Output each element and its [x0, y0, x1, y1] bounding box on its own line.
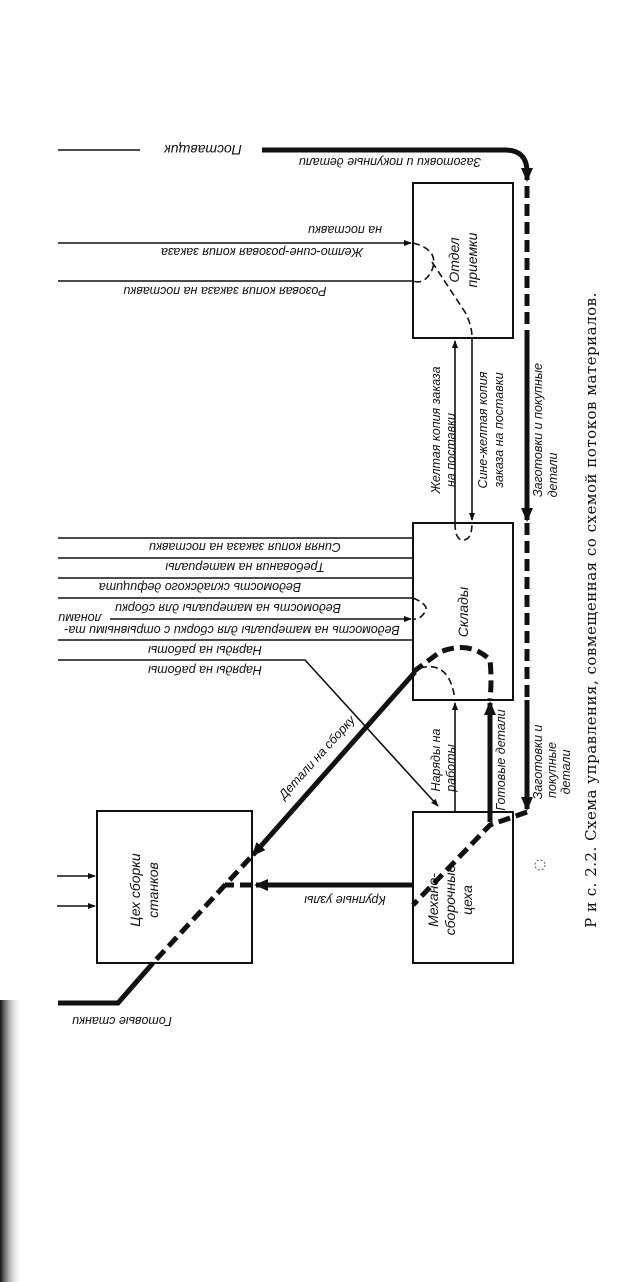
order-copy-label-2: Желто-сине-розовая копия заказа: [161, 245, 364, 259]
pink-copy-label: Розовая копия заказа на поставки: [123, 284, 326, 298]
blue-yellow-copy-label-2: заказа на поставки: [492, 372, 506, 488]
yellow-copy-label-2: на поставки: [444, 413, 458, 487]
receiving-label-2: приемки: [464, 232, 480, 287]
scan-speck: [534, 859, 546, 871]
warehouse-input-label: Требования на материалы: [165, 560, 324, 574]
warehouse-input-label: Наряды на работы: [148, 643, 262, 657]
page-edge-shadow: [0, 1000, 22, 1282]
order-copy-label-1: на поставки: [308, 223, 382, 237]
work-orders-label-1: Наряды на: [429, 729, 443, 792]
blanks-to-shops-label-3: детали: [559, 750, 573, 795]
supplier-label: Поставщик: [163, 142, 242, 158]
finished-parts-label: Готовые детали: [494, 709, 508, 810]
warehouse-input-label: Ведомость складского дефицита: [99, 580, 301, 594]
supplier-flow-arrow: [262, 147, 533, 182]
receiving-route: [431, 261, 473, 339]
work-orders-label-2: работы: [444, 744, 458, 793]
box-receiving: [412, 182, 514, 339]
blanks-to-warehouse-label-1: Заготовки и покупные: [531, 363, 545, 497]
machining-label-1: Механо-: [425, 873, 441, 927]
assembly-label-1: Цех сборки: [127, 853, 143, 927]
finished-machines-label: Готовые станки: [72, 1014, 172, 1028]
blanks-to-warehouse-label-2: детали: [546, 453, 560, 498]
warehouse-loop: [454, 522, 473, 541]
receiving-loop: [412, 242, 435, 283]
box-warehouses: [412, 522, 514, 701]
blue-yellow-copy-label-1: Сине-желтая копия: [476, 371, 490, 488]
machining-dashed-route: [411, 809, 528, 907]
finished-machines-line: [58, 961, 155, 1006]
warehouses-label: Склады: [455, 586, 471, 637]
warehouse-input-label: Ведомость на материалы для сборки с отры…: [64, 623, 400, 637]
supplier-flow-label: Заготовки и покупные детали: [299, 155, 481, 169]
figure-caption: Р и с. 2.2. Схема управления, совмещенна…: [582, 292, 600, 928]
blanks-to-shops-label-1: Заготовки и: [531, 725, 545, 800]
machining-label-3: цеха: [459, 885, 475, 915]
parts-to-assembly-label: Детали на сборку: [275, 712, 359, 803]
finished-parts-dashed-route: [411, 645, 494, 701]
warehouse-input-label: лонами: [58, 611, 102, 625]
warehouse-side-loop: [412, 597, 427, 620]
work-order-route: [58, 659, 439, 807]
yellow-copy-label-1: Желтая копия заказа: [429, 366, 443, 494]
blanks-to-shops-label-2: покупные: [545, 742, 559, 798]
large-units-label: Крупные узлы: [304, 893, 386, 907]
receiving-label-1: Отдел: [446, 237, 462, 282]
warehouse-input-label: Синяя копия заказа на поставки: [149, 540, 341, 554]
assembly-dashed-route: [151, 856, 252, 965]
work-orders-dashed-route: [419, 665, 456, 701]
machining-label-2: сборочные: [442, 864, 458, 935]
warehouse-input-label: Ведомость на материалы для сборки: [115, 601, 341, 615]
parts-to-assembly-arrow: [251, 670, 417, 857]
warehouse-input-label: Наряды на работы: [148, 663, 262, 677]
assembly-label-2: станков: [145, 862, 161, 918]
